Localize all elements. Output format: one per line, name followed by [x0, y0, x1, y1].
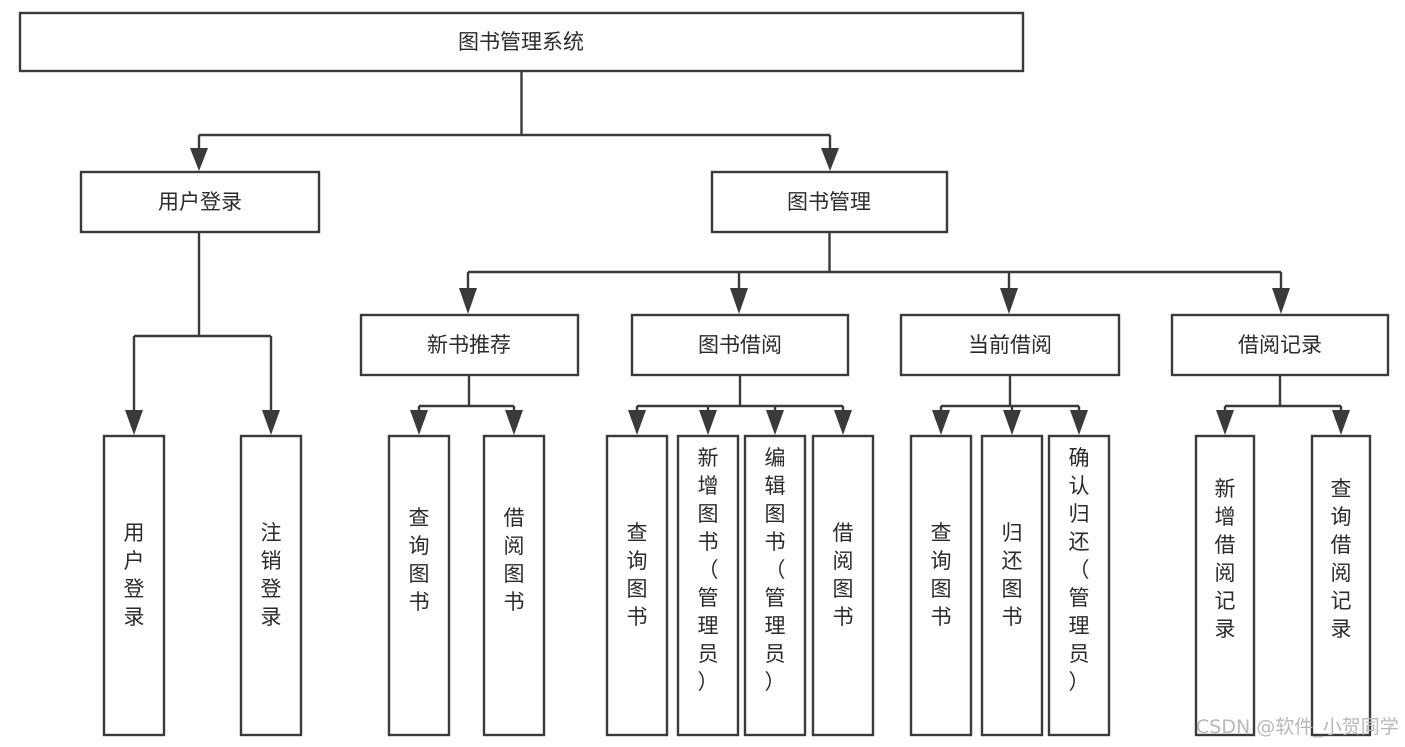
node-leaf-query-book-borrow-box[interactable]: [605, 434, 669, 737]
arrow-head-leaf-add-borrow-record: [1216, 410, 1234, 435]
node-book-manage[interactable]: 图书管理: [710, 170, 949, 234]
node-leaf-logout-box[interactable]: [239, 434, 303, 737]
connector-group-user-login: [125, 232, 280, 435]
node-current-borrow-label: 当前借阅: [968, 333, 1052, 357]
arrow-head-book-borrow: [730, 288, 748, 314]
node-leaf-logout-label: 注销登录: [261, 521, 282, 629]
arrow-head-new-book-recommend: [459, 288, 477, 314]
node-leaf-add-borrow-record-label: 新增借阅记录: [1215, 477, 1236, 641]
node-leaf-query-book-recommend-box[interactable]: [387, 434, 451, 737]
node-leaf-return-book-box[interactable]: [980, 434, 1044, 737]
node-borrow-record[interactable]: 借阅记录: [1170, 313, 1390, 377]
node-current-borrow[interactable]: 当前借阅: [899, 313, 1121, 377]
arrow-head-book-manage: [821, 148, 839, 171]
node-current-borrow-box[interactable]: [899, 313, 1121, 377]
node-leaf-query-book-current-label: 查询图书: [931, 521, 952, 629]
node-leaf-add-book-admin-label: 新增图书（管理员）: [698, 446, 719, 694]
node-leaf-confirm-return-admin[interactable]: 确认归还（管理员）: [1047, 434, 1111, 737]
arrow-head-borrow-record: [1272, 288, 1290, 314]
node-leaf-edit-book-admin-box[interactable]: [743, 434, 807, 737]
node-user-login-label: 用户登录: [158, 190, 242, 214]
node-borrow-record-label: 借阅记录: [1238, 333, 1322, 357]
node-book-manage-label: 图书管理: [787, 190, 871, 214]
node-leaf-borrow-book-recommend[interactable]: 借阅图书: [482, 434, 546, 737]
node-leaf-borrow-book-recommend-box[interactable]: [482, 434, 546, 737]
node-new-book-recommend-label: 新书推荐: [427, 333, 511, 357]
arrow-head-leaf-add-book-admin: [699, 410, 717, 435]
arrow-head-leaf-query-borrow-record: [1332, 410, 1350, 435]
connector-group-new-book-recommend: [410, 375, 523, 435]
node-leaf-query-book-recommend-label: 查询图书: [409, 506, 430, 614]
node-leaf-add-borrow-record[interactable]: 新增借阅记录: [1194, 434, 1256, 737]
arrow-head-user-login: [190, 148, 208, 171]
node-book-borrow-box[interactable]: [630, 313, 850, 377]
arrow-head-leaf-logout: [262, 410, 280, 435]
connector-group-book-manage: [459, 232, 1290, 314]
arrow-head-leaf-borrow-book-recommend: [505, 410, 523, 435]
node-leaf-return-book[interactable]: 归还图书: [980, 434, 1044, 737]
node-user-login-box[interactable]: [79, 170, 321, 234]
node-borrow-record-box[interactable]: [1170, 313, 1390, 377]
node-leaf-query-book-current-box[interactable]: [909, 434, 973, 737]
node-leaf-user-login[interactable]: 用户登录: [102, 434, 166, 737]
node-leaf-query-book-borrow-label: 查询图书: [627, 521, 648, 629]
node-leaf-add-borrow-record-box[interactable]: [1194, 434, 1256, 737]
node-book-borrow-label: 图书借阅: [698, 333, 782, 357]
csdn-watermark: CSDN @软件_小贺同学: [1196, 716, 1399, 738]
connector-group-root: [190, 71, 839, 171]
connector-group-book-borrow: [628, 375, 852, 435]
arrow-head-leaf-user-login: [125, 410, 143, 435]
node-leaf-confirm-return-admin-box[interactable]: [1047, 434, 1111, 737]
node-leaf-edit-book-admin[interactable]: 编辑图书（管理员）: [743, 434, 807, 737]
arrow-head-leaf-query-book-current: [932, 410, 950, 435]
node-leaf-query-borrow-record-label: 查询借阅记录: [1331, 477, 1352, 641]
arrow-head-leaf-edit-book-admin: [766, 410, 784, 435]
node-leaf-borrow-book-recommend-label: 借阅图书: [504, 506, 525, 614]
node-leaf-borrow-book-label: 借阅图书: [833, 521, 854, 629]
node-leaf-borrow-book-box[interactable]: [811, 434, 875, 737]
node-leaf-edit-book-admin-label: 编辑图书（管理员）: [765, 446, 786, 694]
node-root[interactable]: 图书管理系统: [18, 11, 1025, 73]
node-leaf-user-login-label: 用户登录: [124, 521, 145, 629]
arrow-head-leaf-query-book-recommend: [410, 410, 428, 435]
connector-group-borrow-record: [1216, 375, 1350, 435]
node-book-manage-box[interactable]: [710, 170, 949, 234]
node-leaf-query-book-borrow[interactable]: 查询图书: [605, 434, 669, 737]
node-leaf-query-book-current[interactable]: 查询图书: [909, 434, 973, 737]
arrow-head-leaf-confirm-return-admin: [1070, 410, 1088, 435]
node-leaf-add-book-admin-box[interactable]: [676, 434, 740, 737]
node-leaf-borrow-book[interactable]: 借阅图书: [811, 434, 875, 737]
node-leaf-confirm-return-admin-label: 确认归还（管理员）: [1069, 446, 1090, 694]
node-leaf-query-book-recommend[interactable]: 查询图书: [387, 434, 451, 737]
arrow-head-current-borrow: [1000, 288, 1018, 314]
connector-group-current-borrow: [932, 375, 1088, 435]
arrow-head-leaf-return-book: [1003, 410, 1021, 435]
node-new-book-recommend-box[interactable]: [359, 313, 580, 377]
node-leaf-logout[interactable]: 注销登录: [239, 434, 303, 737]
node-leaf-query-borrow-record[interactable]: 查询借阅记录: [1310, 434, 1372, 737]
node-book-borrow[interactable]: 图书借阅: [630, 313, 850, 377]
arrow-head-leaf-query-book-borrow: [628, 410, 646, 435]
node-leaf-user-login-box[interactable]: [102, 434, 166, 737]
node-root-box[interactable]: [18, 11, 1025, 73]
node-leaf-return-book-label: 归还图书: [1002, 521, 1023, 629]
node-user-login[interactable]: 用户登录: [79, 170, 321, 234]
node-leaf-query-borrow-record-box[interactable]: [1310, 434, 1372, 737]
arrow-head-leaf-borrow-book: [834, 410, 852, 435]
node-new-book-recommend[interactable]: 新书推荐: [359, 313, 580, 377]
node-root-label: 图书管理系统: [458, 30, 584, 54]
node-leaf-add-book-admin[interactable]: 新增图书（管理员）: [676, 434, 740, 737]
